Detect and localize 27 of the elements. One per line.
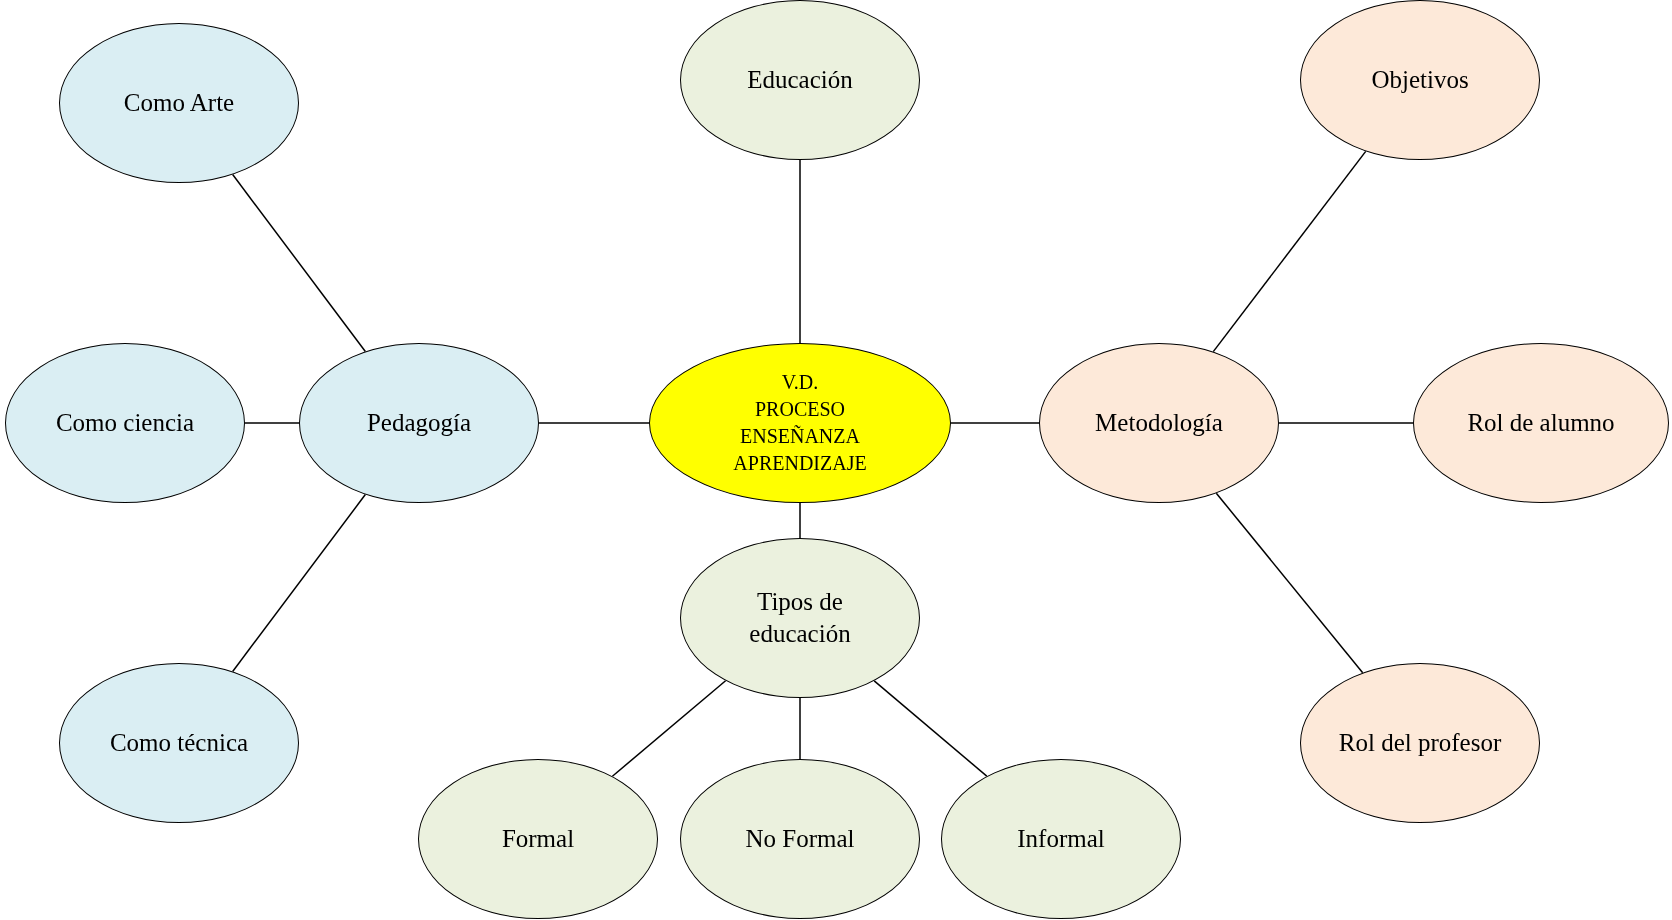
connector-line <box>1215 492 1364 674</box>
node-label: Rol de alumno <box>1467 407 1615 438</box>
connector-line <box>538 422 650 424</box>
node-label: V.D. PROCESO ENSEÑANZA APRENDIZAJE <box>733 370 867 476</box>
connector-line <box>231 173 367 353</box>
connector-line <box>611 680 727 777</box>
node-label: Tipos de educación <box>748 586 852 649</box>
connector-line <box>799 502 801 539</box>
connector-line <box>799 697 801 760</box>
node-label: Formal <box>501 823 575 854</box>
node-label: No Formal <box>745 823 855 854</box>
node-label: Como técnica <box>109 727 249 758</box>
node-label: Objetivos <box>1371 64 1469 95</box>
connector-line <box>799 159 801 344</box>
connector-line <box>950 422 1040 424</box>
node-label: Rol del profesor <box>1338 727 1502 758</box>
connector-line <box>231 493 367 673</box>
connector-line <box>873 680 988 777</box>
node-label: Metodología <box>1095 407 1223 438</box>
node-label: Pedagogía <box>366 407 472 438</box>
node-label: Como Arte <box>123 87 235 118</box>
node-label: Educación <box>747 64 853 95</box>
node-label: Como ciencia <box>55 407 195 438</box>
node-label: Informal <box>1017 823 1105 854</box>
connector-line <box>1278 422 1414 424</box>
connector-line <box>244 422 300 424</box>
connector-line <box>1212 150 1367 353</box>
